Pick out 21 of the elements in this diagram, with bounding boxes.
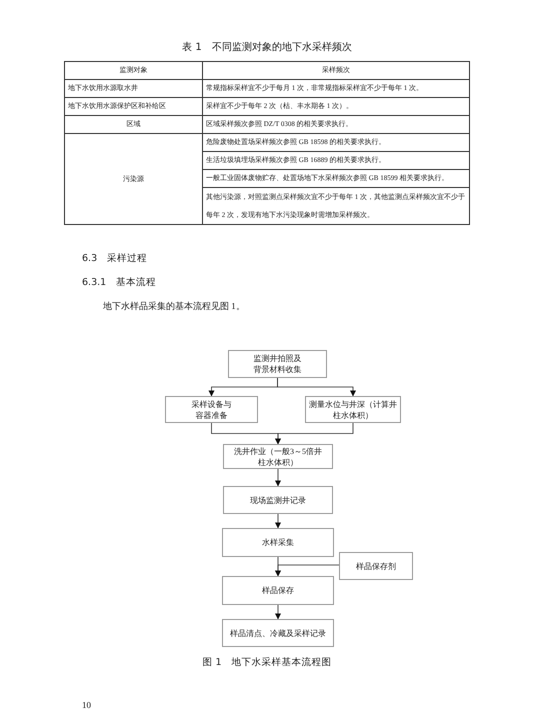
process-box: 监测井拍照及背景材料收集 (228, 350, 327, 378)
figure-caption: 图 1 地下水采样基本流程图 (201, 656, 333, 669)
page-number: 10 (82, 700, 91, 710)
process-box: 样品保存剂 (339, 552, 413, 580)
arrow (275, 514, 281, 528)
arrow (275, 468, 281, 486)
arrow (275, 564, 340, 576)
process-box: 采样设备与容器准备 (165, 396, 258, 423)
table-title: 表 1 不同监测对象的地下水采样频次 (181, 40, 353, 54)
arrow (277, 378, 356, 396)
process-box: 洗井作业（一般3～5倍井柱水体积） (223, 444, 333, 469)
process-box: 现场监测井记录 (223, 486, 333, 514)
section-heading: 6.3.1 基本流程 (82, 276, 156, 289)
arrow (275, 604, 281, 620)
process-box: 测量水位与井深（计算井柱水体积） (305, 396, 401, 423)
process-box: 样品保存 (222, 576, 334, 605)
process-box: 样品清点、冷藏及采样记录 (222, 619, 334, 647)
section-heading: 6.3 采样过程 (82, 252, 148, 265)
arrow (275, 422, 354, 444)
paragraph: 地下水样品采集的基本流程见图 1。 (103, 300, 245, 313)
process-box: 水样采集 (222, 528, 334, 557)
